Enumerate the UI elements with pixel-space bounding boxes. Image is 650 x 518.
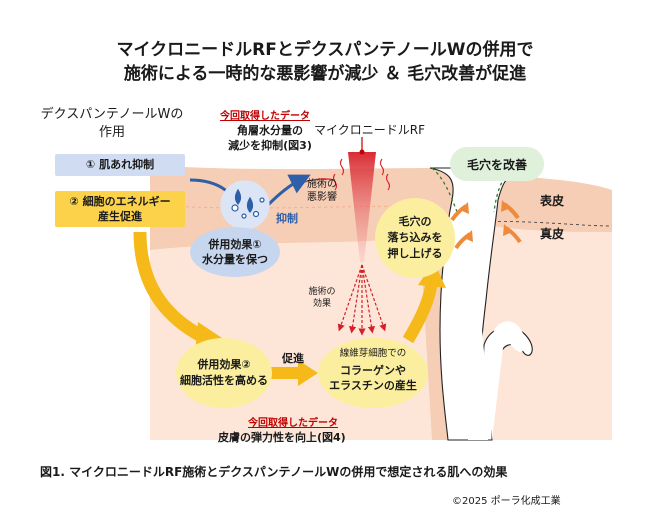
procedure-effect-label: 施術の 効果 [302,286,342,310]
moisture-note: 角層水分量の 減少を抑制(図3) [200,123,340,153]
dex-action-1: ① 肌あれ抑制 [55,154,185,176]
procedure-effect-line-1: 施術の [308,287,336,297]
dex-action-2: ② 細胞のエネルギー 産生促進 [55,191,185,227]
dex-action-2-line-1: ② 細胞のエネルギー [69,195,171,208]
lift-line-2: 落ち込みを [387,231,443,244]
dermis-label: 真皮 [540,227,565,241]
fibroblast-text: コラーゲンや エラスチンの産生 [318,363,428,393]
dex-header-line-1: デクスパンテノールWの [40,107,184,122]
hair-follicle [429,167,533,441]
dex-action-2-line-2: 産生促進 [98,210,142,223]
fibroblast-label: 線維芽細胞での [339,348,407,359]
data-tag-top: 今回取得したデータ [220,111,310,122]
dex-header: デクスパンテノールWの 作用 [32,106,192,142]
suppress-label: 抑制 [276,212,298,225]
copyright: ©2025 ポーラ化成工業 [452,496,561,507]
effect-2-line-2: 細胞活性を高める [180,374,268,387]
effect-1-line-1: 併用効果① [208,238,262,251]
effect-1-bubble: 併用効果① 水分量を保つ [190,227,280,277]
moisture-line-1: 角層水分量の [237,124,303,137]
fibroblast-line-1: コラーゲンや [340,364,406,377]
adverse-line-1: 施術の [307,179,337,190]
title-line-2: 施術による一時的な悪影響が減少 ＆ 毛穴改善が促進 [123,64,527,84]
rf-effect-arrows [337,264,387,336]
adverse-label: 施術の 悪影響 [298,178,346,204]
effect-1-line-2: 水分量を保つ [202,253,268,266]
promote-label: 促進 [282,352,304,365]
adverse-line-2: 悪影響 [307,192,337,203]
pore-lift-arrows [450,200,522,250]
lift-bubble: 毛穴の 落ち込みを 押し上げる [375,198,455,278]
epidermis-label: 表皮 [540,194,565,208]
effect-2-bubble: 併用効果② 細胞活性を高める [176,338,272,408]
lift-line-3: 押し上げる [387,247,443,260]
data-tag-bottom: 今回取得したデータ [248,418,338,429]
lift-line-1: 毛穴の [398,215,432,228]
figure-caption: 図1. マイクロニードルRF施術とデクスパンテノールWの併用で想定される肌への効… [40,465,508,479]
rf-needle-beam [348,152,376,262]
moisture-line-2: 減少を抑制(図3) [228,139,312,152]
energy-arrow [133,231,209,344]
dex-header-line-2: 作用 [98,125,125,140]
rf-label: マイクロニードルRF [314,123,426,137]
procedure-effect-line-2: 効果 [312,299,331,309]
pore-improve-bubble: 毛穴を改善 [450,147,544,181]
effect-2-line-1: 併用効果② [197,358,251,371]
fibroblast-bubble [318,338,428,408]
elasticity-note: 皮膚の弾力性を向上(図4) [218,431,346,444]
title-line-1: マイクロニードルRFとデクスパンテノールWの併用で [116,40,534,60]
moisture-droplets-icon [220,180,270,230]
fibroblast-line-2: エラスチンの産生 [329,379,417,392]
